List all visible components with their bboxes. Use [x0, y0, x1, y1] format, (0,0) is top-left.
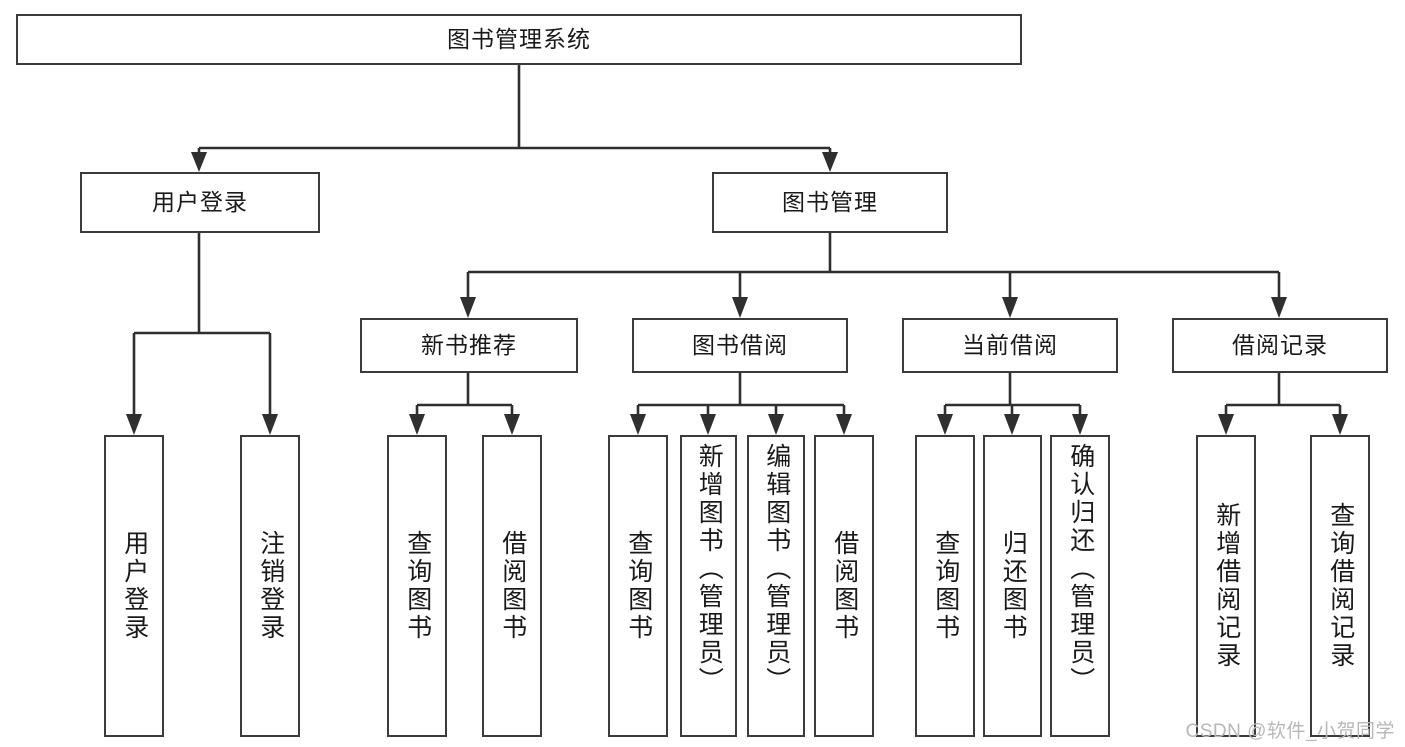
node-borrow-record[interactable]: 借阅记录 — [1172, 318, 1388, 373]
node-leaf-borrow-book-2[interactable]: 借阅图书 — [814, 435, 874, 737]
node-new-book-recommend[interactable]: 新书推荐 — [360, 318, 578, 373]
node-leaf-add-borrow-record-label: 新增借阅记录 — [1212, 502, 1241, 670]
arrow-to-leaf-borrow-book-2 — [836, 414, 852, 435]
arrow-to-user-login — [191, 152, 207, 172]
arrow-to-leaf-query-book-2 — [630, 414, 646, 435]
node-leaf-confirm-return-admin[interactable]: 确认归还（管理员） — [1050, 435, 1110, 737]
node-leaf-query-book-3-label: 查询图书 — [931, 530, 960, 642]
node-leaf-query-book-3[interactable]: 查询图书 — [915, 435, 975, 737]
node-borrow-record-label: 借阅记录 — [1232, 332, 1328, 359]
node-user-login[interactable]: 用户登录 — [80, 172, 320, 233]
arrow-to-leaf-query-book-1 — [409, 414, 425, 435]
node-leaf-user-login-label: 用户登录 — [120, 530, 149, 642]
arrow-to-leaf-logout-login — [262, 414, 278, 435]
node-leaf-query-book-1[interactable]: 查询图书 — [387, 435, 447, 737]
node-leaf-borrow-book-2-label: 借阅图书 — [830, 530, 859, 642]
node-leaf-add-book-admin[interactable]: 新增图书（管理员） — [680, 435, 737, 737]
arrow-to-leaf-add-borrow-record — [1218, 414, 1234, 435]
node-leaf-return-book[interactable]: 归还图书 — [983, 435, 1042, 737]
node-leaf-user-login[interactable]: 用户登录 — [104, 435, 164, 737]
node-leaf-query-book-2-label: 查询图书 — [624, 530, 653, 642]
arrow-to-leaf-query-book-3 — [937, 414, 953, 435]
node-leaf-edit-book-admin[interactable]: 编辑图书（管理员） — [747, 435, 805, 737]
node-leaf-logout-login-label: 注销登录 — [256, 530, 285, 642]
node-leaf-borrow-book-1[interactable]: 借阅图书 — [482, 435, 542, 737]
arrow-to-leaf-borrow-book-1 — [504, 414, 520, 435]
node-leaf-add-borrow-record[interactable]: 新增借阅记录 — [1196, 435, 1256, 737]
arrow-to-leaf-user-login — [126, 414, 142, 435]
node-leaf-return-book-label: 归还图书 — [999, 530, 1028, 642]
arrow-to-book-borrow — [732, 297, 748, 318]
node-root-label: 图书管理系统 — [447, 26, 591, 53]
arrow-to-leaf-edit-book-admin — [768, 414, 784, 435]
node-book-borrow-label: 图书借阅 — [692, 332, 788, 359]
arrow-to-book-manage — [822, 152, 838, 172]
node-leaf-add-book-admin-label: 新增图书（管理员） — [695, 443, 724, 695]
node-new-book-recommend-label: 新书推荐 — [421, 332, 517, 359]
node-book-borrow[interactable]: 图书借阅 — [632, 318, 848, 373]
arrow-to-borrow-record — [1271, 297, 1287, 318]
node-leaf-query-book-2[interactable]: 查询图书 — [608, 435, 668, 737]
arrow-to-leaf-return-book — [1004, 414, 1020, 435]
arrow-to-leaf-add-book-admin — [700, 414, 716, 435]
node-leaf-edit-book-admin-label: 编辑图书（管理员） — [762, 443, 791, 695]
node-leaf-borrow-book-1-label: 借阅图书 — [498, 530, 527, 642]
arrow-to-current-borrow — [1002, 297, 1018, 318]
node-leaf-query-book-1-label: 查询图书 — [403, 530, 432, 642]
node-book-manage-label: 图书管理 — [782, 189, 878, 216]
node-current-borrow[interactable]: 当前借阅 — [902, 318, 1118, 373]
node-leaf-confirm-return-admin-label: 确认归还（管理员） — [1066, 443, 1095, 695]
node-root[interactable]: 图书管理系统 — [16, 14, 1022, 65]
node-leaf-query-borrow-record[interactable]: 查询借阅记录 — [1310, 435, 1370, 737]
node-book-manage[interactable]: 图书管理 — [712, 172, 948, 233]
arrow-to-leaf-query-borrow-record — [1332, 414, 1348, 435]
node-user-login-label: 用户登录 — [152, 189, 248, 216]
arrow-to-leaf-confirm-return-admin — [1072, 414, 1088, 435]
watermark: CSDN @软件_小贺同学 — [1185, 721, 1395, 742]
node-leaf-logout-login[interactable]: 注销登录 — [240, 435, 300, 737]
node-leaf-query-borrow-record-label: 查询借阅记录 — [1326, 502, 1355, 670]
arrow-to-new-book-recommend — [460, 297, 476, 318]
node-current-borrow-label: 当前借阅 — [962, 332, 1058, 359]
